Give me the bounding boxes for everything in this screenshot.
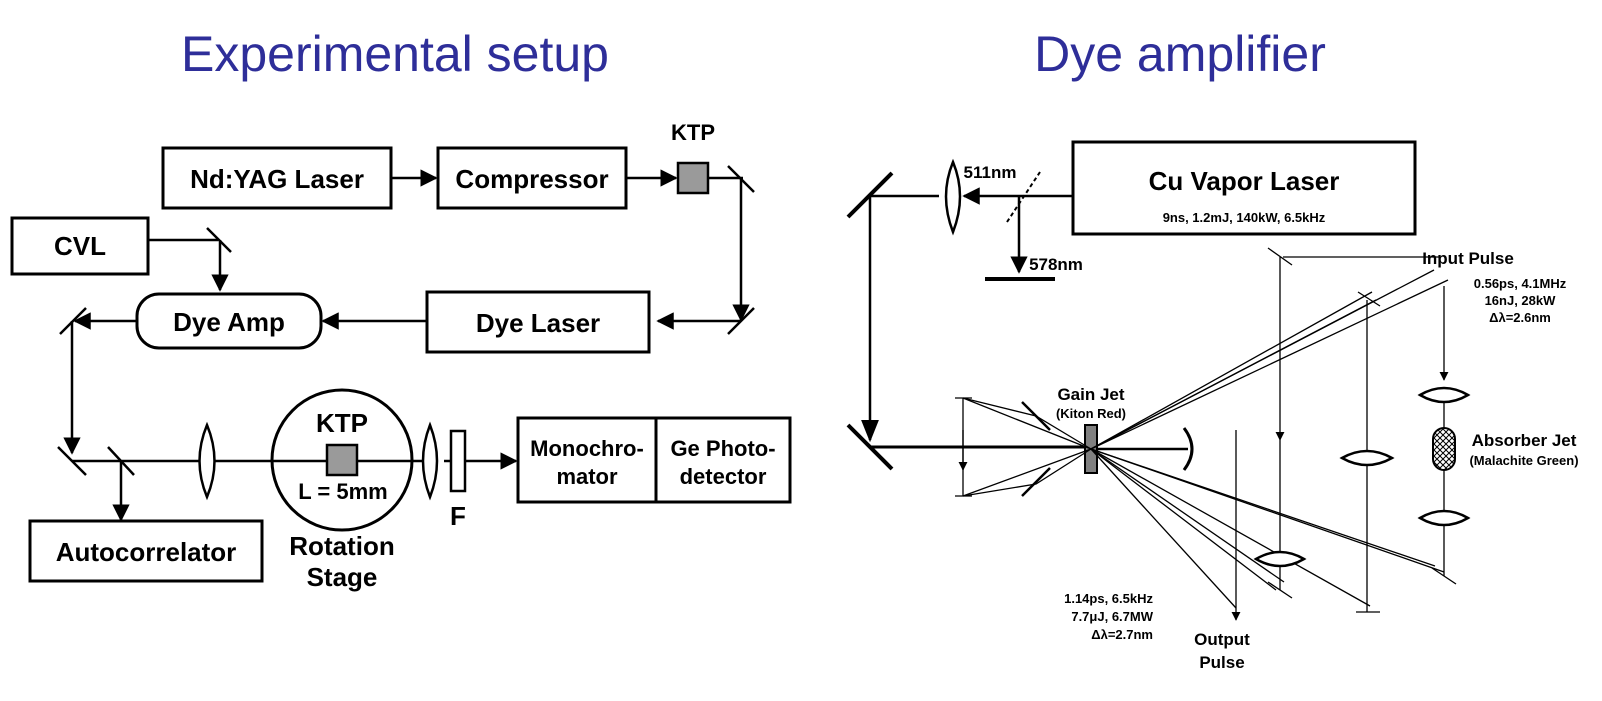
dye-laser-label: Dye Laser [476,308,600,338]
ndyag-laser-label: Nd:YAG Laser [190,164,364,194]
lens-2 [421,421,439,501]
monochromator-label-1: Monochro- [530,436,644,461]
ktp-top-label: KTP [671,120,715,145]
cu-vapor-laser-box [1071,140,1417,236]
filter-label: F [450,501,466,531]
ray-input-2 [1090,279,1449,450]
ray-9 [1090,448,1371,607]
mirror-right-bottom [1431,567,1457,585]
multipass-rays [962,269,1449,609]
detector-label-1: Ge Photo- [670,436,775,461]
absorber-jet [1432,427,1456,471]
small-mirror-lower [1021,467,1051,497]
ge-photodetector-box [654,416,792,504]
label-578nm: 578nm [1029,255,1083,274]
ray-1 [962,397,1092,450]
input-pulse-spec-1: 0.56ps, 4.1MHz [1474,276,1567,291]
dye-amp-label: Dye Amp [173,307,285,337]
input-pulse-title: Input Pulse [1422,249,1514,268]
label-511nm: 511nm [964,163,1017,182]
autocorrelator-box [28,519,264,583]
ray-7 [1090,448,1285,583]
cu-vapor-laser-specs: 9ns, 1.2mJ, 140kW, 6.5kHz [1163,210,1326,225]
compressor-label: Compressor [455,164,608,194]
rotation-stage-label-2: Stage [307,562,378,592]
amplifier-diagram: Cu Vapor Laser 9ns, 1.2mJ, 140kW, 6.5kHz… [846,140,1579,672]
ray-4 [962,448,1092,497]
absorber-jet-label: Absorber Jet [1472,431,1577,450]
lens-amp-mid [1339,449,1395,467]
crystal-length-label: L = 5mm [298,479,387,504]
detector-label-2: detector [680,464,767,489]
output-pulse-title-2: Pulse [1199,653,1244,672]
ktp-crystal-stage [325,443,359,477]
ktp-crystal-top [676,161,710,195]
output-spec-1: 1.14ps, 6.5kHz [1064,591,1153,606]
ray-2 [962,448,1092,497]
gain-jet-label: Gain Jet [1057,385,1124,404]
ray-3 [962,397,1092,450]
ray-6 [1090,299,1377,450]
output-pulse-title-1: Output [1194,630,1250,649]
pump-lens [944,158,962,236]
cvl-box [10,216,150,276]
input-mirror-top [1267,247,1293,266]
dichroic-splitter [1006,171,1041,223]
pump-mirror-top [846,171,894,219]
filter-f [449,429,467,493]
output-spec-2: 7.7μJ, 6.7MW [1071,609,1153,624]
title-experimental-setup: Experimental setup [181,26,609,82]
mirror-mid-top [1357,291,1381,307]
cvl-label: CVL [54,231,106,261]
setup-diagram: Nd:YAG Laser Compressor KTP Dye Laser CV… [10,120,792,592]
input-pulse-spec-2: 16nJ, 28kW [1485,293,1557,308]
absorber-jet-sublabel: (Malachite Green) [1469,453,1578,468]
curved-mirror-gain [1182,427,1194,471]
lens-absorber-bottom [1417,509,1471,527]
input-pulse-spec-3: Δλ=2.6nm [1489,310,1551,325]
cu-vapor-laser-label: Cu Vapor Laser [1149,166,1340,196]
rotation-stage-label-1: Rotation [289,531,394,561]
ray-8 [1090,448,1277,591]
monochromator-label-2: mator [556,464,618,489]
lens-amp-lower [1253,550,1307,568]
lens-absorber-top [1417,386,1471,404]
ray-11 [1090,448,1436,567]
ktp-stage-label: KTP [316,408,368,438]
autocorrelator-label: Autocorrelator [56,537,237,567]
title-dye-amplifier: Dye amplifier [1034,26,1326,82]
gain-jet-sublabel: (Kiton Red) [1056,406,1126,421]
output-spec-3: Δλ=2.7nm [1091,627,1153,642]
ray-5 [1090,291,1373,450]
ray-output [1090,448,1237,609]
mirror-bottom-1 [1267,581,1293,599]
lens-1 [198,421,216,501]
